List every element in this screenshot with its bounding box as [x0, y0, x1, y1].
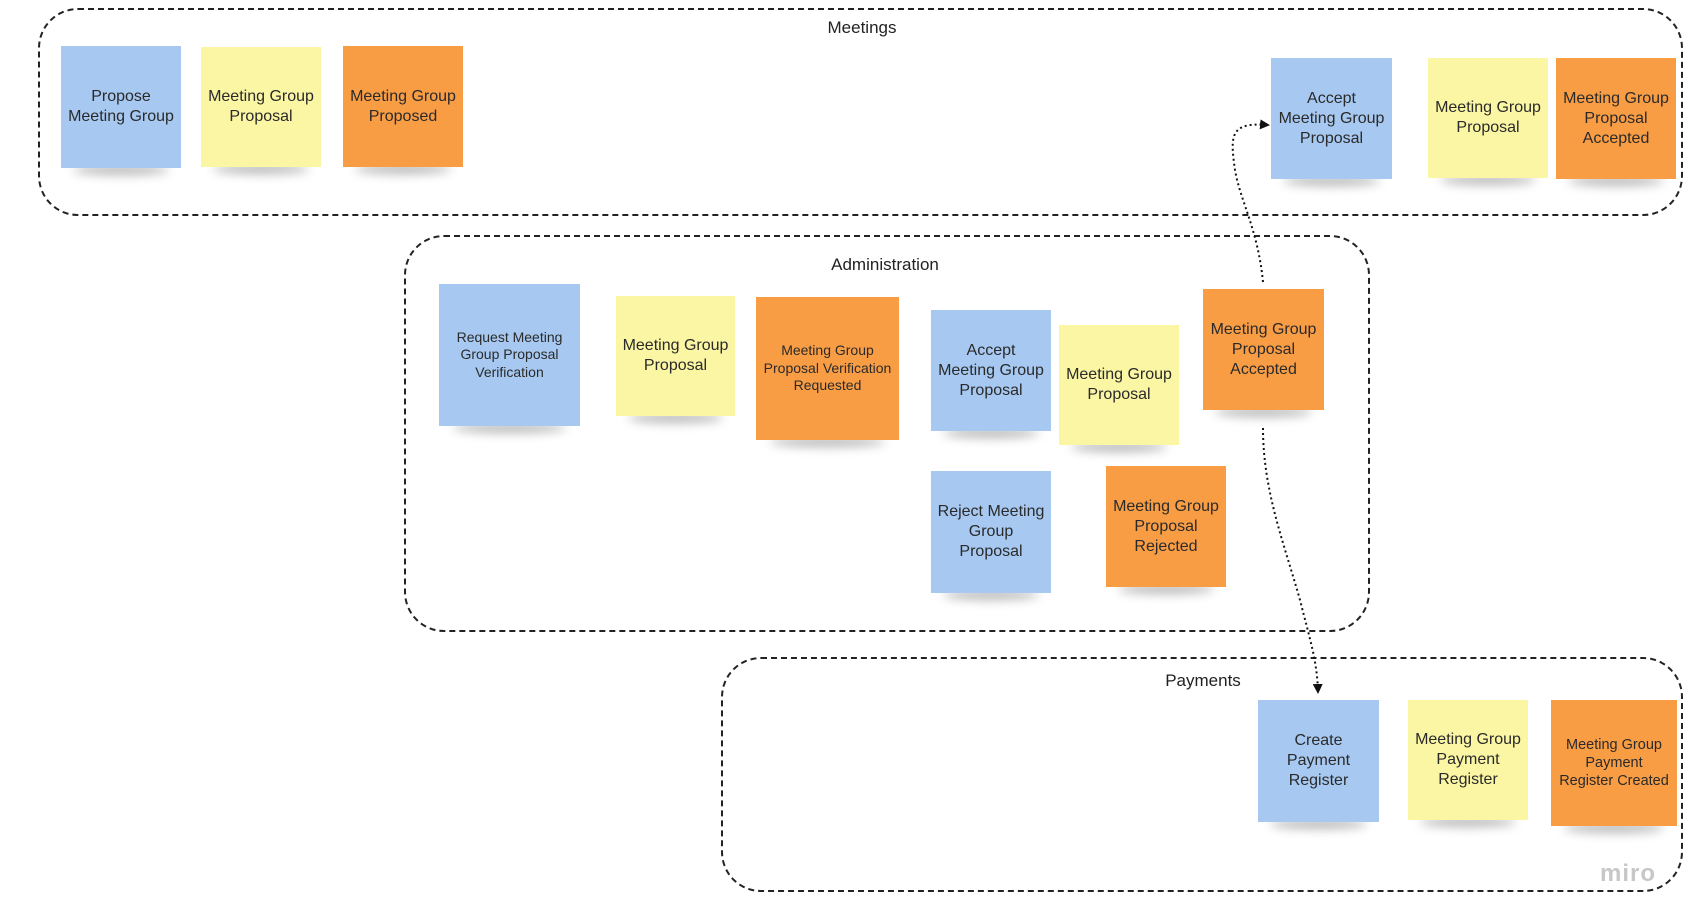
sticky-note-label: Meeting Group Payment Register Created: [1559, 736, 1669, 790]
meetings-frame: [38, 8, 1683, 216]
payments-frame: [721, 657, 1683, 892]
sticky-note-label: Accept Meeting Group Proposal: [1278, 89, 1385, 147]
sticky-note-accept-meeting-group-proposal[interactable]: Accept Meeting Group Proposal: [1271, 58, 1392, 179]
sticky-note-label: Meeting Group Proposal: [622, 337, 729, 374]
sticky-note-label: Reject Meeting Group Proposal: [937, 503, 1045, 560]
sticky-note-create-payment-register[interactable]: Create Payment Register: [1258, 700, 1379, 822]
sticky-note-meeting-group-proposal[interactable]: Meeting Group Proposal: [616, 296, 735, 416]
miro-logo: miro: [1600, 860, 1657, 887]
sticky-note-label: Meeting Group Proposal Accepted: [1563, 89, 1669, 147]
sticky-note-meeting-group-proposal-accepted[interactable]: Meeting Group Proposal Accepted: [1556, 58, 1676, 179]
sticky-note-accept-meeting-group-proposal[interactable]: Accept Meeting Group Proposal: [931, 310, 1051, 431]
sticky-note-label: Meeting Group Proposal Accepted: [1210, 320, 1317, 378]
sticky-note-meeting-group-proposal-verification-requested[interactable]: Meeting Group Proposal Verification Requ…: [756, 297, 899, 440]
payments-frame-title: Payments: [1165, 671, 1241, 690]
sticky-note-label: Request Meeting Group Proposal Verificat…: [456, 328, 563, 380]
sticky-note-meeting-group-payment-register[interactable]: Meeting Group Payment Register: [1408, 700, 1528, 820]
administration-frame: [404, 235, 1370, 632]
sticky-note-label: Meeting Group Proposal: [1066, 366, 1172, 403]
sticky-note-label: Meeting Group Proposed: [350, 87, 456, 125]
sticky-note-label: Meeting Group Proposal: [1435, 99, 1541, 136]
sticky-note-meeting-group-proposal[interactable]: Meeting Group Proposal: [1059, 325, 1179, 445]
administration-frame-title: Administration: [831, 255, 939, 274]
sticky-note-label: Meeting Group Payment Register: [1415, 731, 1521, 788]
sticky-note-meeting-group-payment-register-created[interactable]: Meeting Group Payment Register Created: [1551, 700, 1677, 826]
sticky-note-label: Meeting Group Proposal Verification Requ…: [763, 342, 892, 394]
sticky-note-label: Accept Meeting Group Proposal: [938, 341, 1044, 399]
sticky-note-label: Create Payment Register: [1286, 732, 1351, 789]
sticky-note-request-meeting-group-proposal-verification[interactable]: Request Meeting Group Proposal Verificat…: [439, 284, 580, 426]
sticky-note-label: Meeting Group Proposal: [208, 88, 314, 125]
sticky-note-reject-meeting-group-proposal[interactable]: Reject Meeting Group Proposal: [931, 471, 1051, 593]
sticky-note-label: Propose Meeting Group: [68, 88, 174, 125]
sticky-note-meeting-group-proposed[interactable]: Meeting Group Proposed: [343, 46, 463, 167]
sticky-note-meeting-group-proposal-accepted[interactable]: Meeting Group Proposal Accepted: [1203, 289, 1324, 410]
sticky-note-meeting-group-proposal[interactable]: Meeting Group Proposal: [1428, 58, 1548, 178]
sticky-note-label: Meeting Group Proposal Rejected: [1113, 497, 1219, 555]
sticky-note-propose-meeting-group[interactable]: Propose Meeting Group: [61, 46, 181, 168]
sticky-note-meeting-group-proposal-rejected[interactable]: Meeting Group Proposal Rejected: [1106, 466, 1226, 587]
meetings-frame-title: Meetings: [827, 18, 897, 37]
sticky-note-meeting-group-proposal[interactable]: Meeting Group Proposal: [201, 47, 321, 167]
